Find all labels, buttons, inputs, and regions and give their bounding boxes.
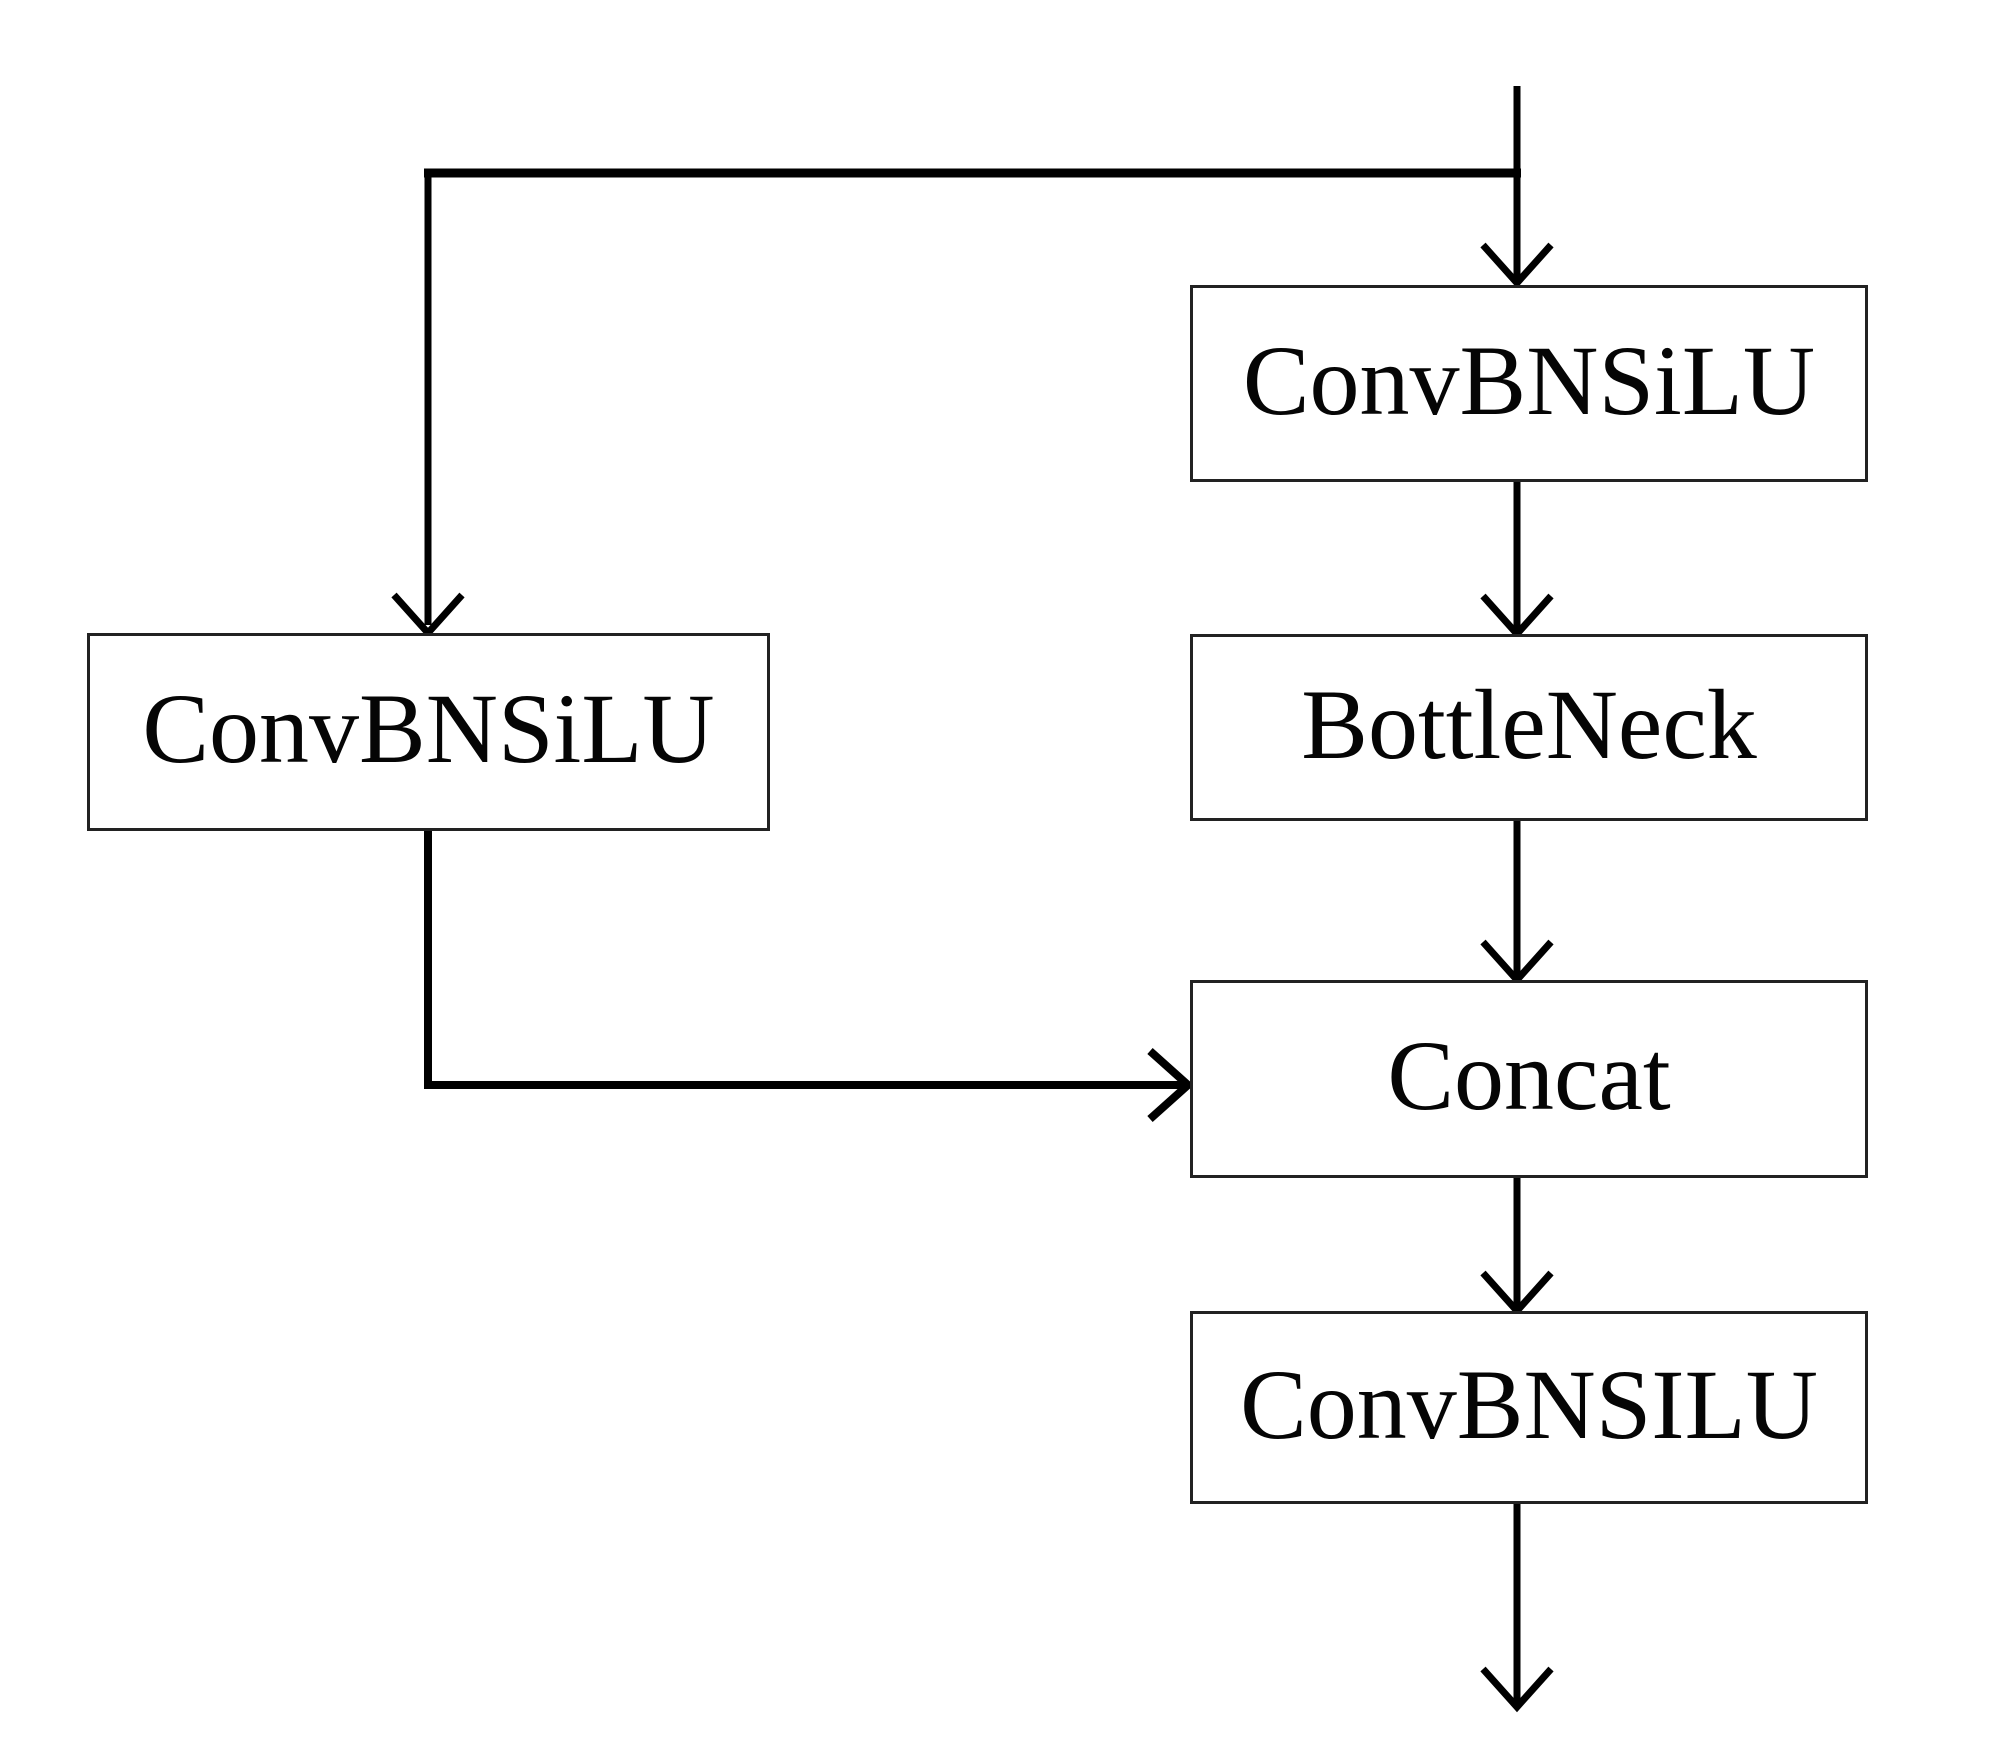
arrowhead-down-icon [1480, 242, 1554, 289]
edge-conv-top-to-bottleneck [1480, 482, 1554, 640]
node-conv-left: ConvBNSiLU [87, 633, 770, 831]
arrowhead-right-icon [1147, 1048, 1194, 1122]
edge-conv-left-to-concat [424, 831, 1194, 1122]
edge-conv-out-to-output [1480, 1504, 1554, 1713]
node-concat-label: Concat [1387, 1020, 1671, 1131]
node-concat: Concat [1190, 980, 1868, 1178]
node-conv-left-label: ConvBNSiLU [142, 673, 715, 784]
arrowhead-down-icon [1480, 1666, 1554, 1713]
node-conv-top: ConvBNSiLU [1190, 285, 1868, 482]
edge-concat-to-conv-out [1480, 1178, 1554, 1317]
edge-bottleneck-to-concat [1480, 821, 1554, 986]
node-conv-out-label: ConvBNSILU [1240, 1348, 1818, 1460]
node-bottleneck: BottleNeck [1190, 634, 1868, 821]
node-bottleneck-label: BottleNeck [1301, 668, 1757, 780]
node-conv-top-label: ConvBNSiLU [1242, 324, 1816, 436]
node-conv-out: ConvBNSILU [1190, 1311, 1868, 1504]
edge-input-to-conv-top [1480, 86, 1554, 289]
